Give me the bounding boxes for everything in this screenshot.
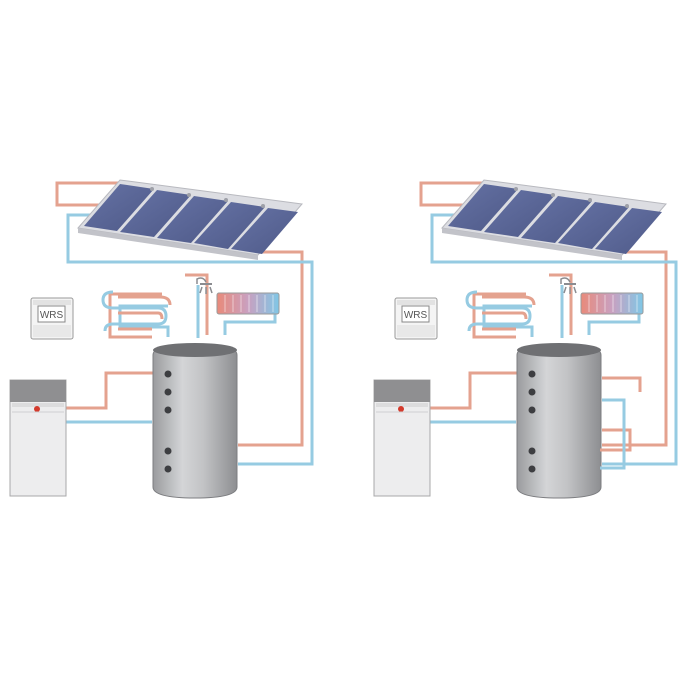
diagram-right: WRS xyxy=(372,178,678,500)
controller-label: WRS xyxy=(404,310,428,321)
controller-label: WRS xyxy=(40,310,64,321)
diagram-left: WRS xyxy=(8,178,314,500)
